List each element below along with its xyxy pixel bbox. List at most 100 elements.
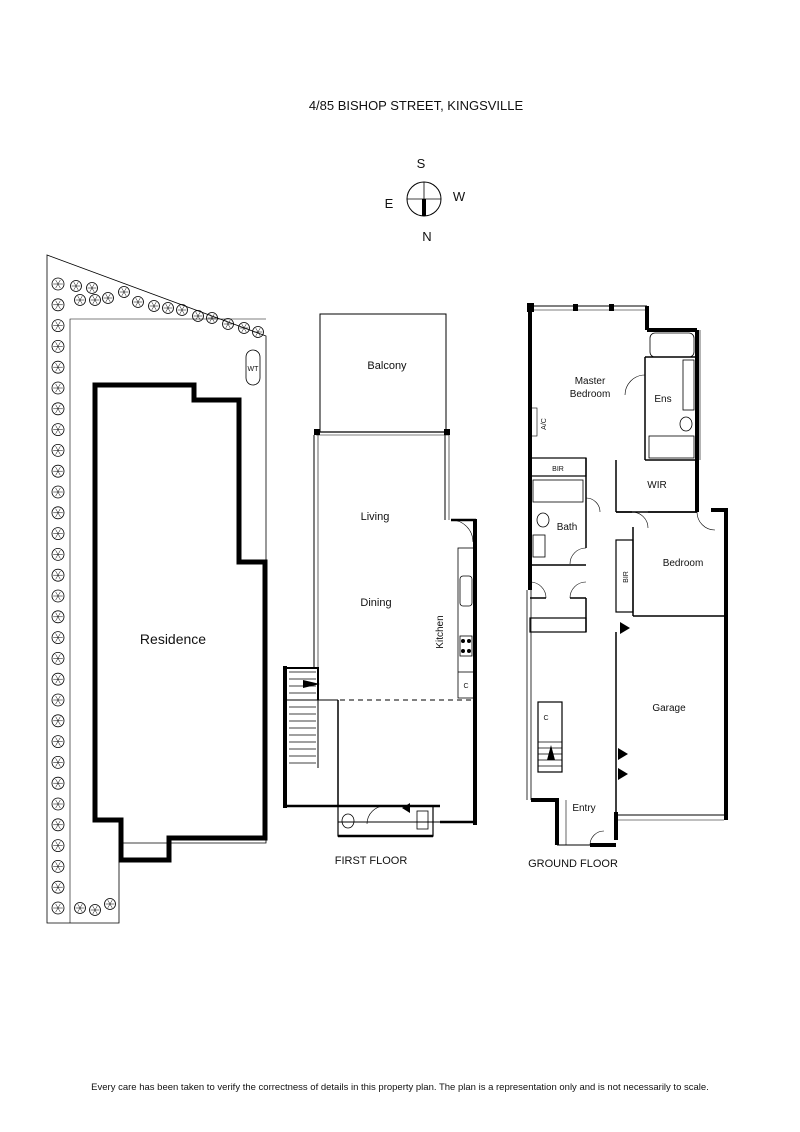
stair-arrow-icon [303, 680, 320, 688]
master-bedroom-label-1: Master [575, 376, 606, 387]
tree-icon [86, 282, 98, 294]
tree-icon [148, 300, 160, 312]
tree-icon [51, 339, 65, 353]
first-floor-caption: FIRST FLOOR [335, 855, 408, 867]
ac-label: A/C [541, 418, 548, 430]
site-plan [46, 254, 268, 924]
balcony-outline [319, 313, 447, 432]
disclaimer-text: Every care has been taken to verify the … [91, 1082, 709, 1093]
door-arrow-icon [618, 748, 628, 760]
compass-south: S [417, 156, 426, 171]
compass-icon [406, 181, 442, 217]
powder-room [337, 805, 434, 837]
balcony-label: Balcony [367, 360, 407, 372]
linen-cupboard [529, 617, 587, 633]
wall-post [444, 429, 450, 435]
tree-icon [132, 296, 144, 308]
ground-floor-caption: GROUND FLOOR [528, 858, 618, 870]
tree-icon [51, 797, 65, 811]
powder-door-swing [366, 805, 386, 825]
tree-icon [51, 839, 65, 852]
bath-toilet-icon [536, 512, 550, 528]
bath-vanity [532, 534, 546, 558]
tree-icon [51, 860, 65, 873]
tree-icon [206, 312, 218, 324]
entry-door-swing [589, 830, 605, 846]
tree-icon [238, 322, 250, 334]
tree-icon [51, 818, 65, 832]
tree-icon [51, 360, 65, 374]
stair-up-arrow-icon [547, 745, 555, 760]
stair-wall [285, 667, 319, 700]
tree-icon [51, 735, 65, 748]
tree-icon [51, 652, 65, 665]
bath-shower [532, 479, 584, 503]
entry-wall-left [531, 798, 559, 845]
tree-icon [89, 904, 101, 916]
compass-west: W [453, 189, 466, 204]
tree-icon [51, 423, 65, 437]
kitchen-label: Kitchen [435, 615, 446, 648]
water-tank [245, 349, 261, 386]
tree-icon [104, 898, 116, 910]
tree-icon [51, 548, 65, 561]
setback-line [69, 318, 266, 923]
plan-title: 4/85 BISHOP STREET, KINGSVILLE [309, 98, 524, 113]
tree-icon [51, 880, 65, 894]
tree-icon [51, 589, 65, 603]
wall-post [314, 429, 320, 435]
tree-icon [102, 292, 114, 304]
stair-cupboard [537, 701, 563, 773]
tree-icon [252, 326, 264, 338]
bedroom-door-swing [631, 511, 649, 529]
tree-icon [51, 527, 65, 540]
tree-icon [51, 402, 65, 416]
compass-north: N [422, 229, 431, 244]
tree-icon [70, 280, 82, 292]
first-floor-stairs [289, 671, 316, 764]
site-trees [51, 277, 264, 916]
entry-label: Entry [572, 803, 595, 814]
tree-icon [51, 568, 65, 582]
ground-floor-stairs [538, 741, 562, 773]
compass-east: E [385, 196, 394, 211]
door-arrow-icon [402, 803, 410, 813]
tree-icon [74, 902, 86, 914]
cooktop-icon [459, 635, 473, 657]
bedroom-bir-label: BIR [623, 571, 630, 583]
ff-cupboard-label: C [463, 683, 468, 690]
tree-icon [162, 302, 174, 314]
tree-icon [51, 714, 65, 728]
gf-cupboard-label: C [543, 715, 548, 722]
tree-icon [74, 294, 86, 306]
bathtub-icon [649, 332, 695, 358]
tree-icon [89, 294, 101, 306]
ensuite-toilet-icon [679, 416, 693, 432]
tree-icon [51, 776, 65, 790]
kitchen-bench [457, 547, 475, 699]
tree-icon [192, 310, 204, 322]
tree-icon [51, 464, 65, 478]
ensuite-vanity [682, 359, 695, 411]
tree-icon [51, 672, 65, 686]
living-label: Living [361, 511, 390, 523]
tree-icon [51, 901, 65, 915]
residence-label: Residence [140, 631, 206, 647]
ensuite-shower [648, 435, 695, 459]
tree-icon [222, 318, 234, 330]
garage-label: Garage [652, 703, 686, 714]
door-arrow-icon [620, 622, 630, 634]
wir-label: WIR [647, 480, 666, 491]
tree-icon [51, 693, 65, 707]
bedroom-bir [615, 539, 634, 613]
toilet-icon [341, 813, 355, 829]
tree-icon [118, 286, 130, 298]
bath-label: Bath [557, 522, 578, 533]
tree-icon [176, 304, 188, 316]
tree-icon [51, 506, 65, 520]
water-tank-label: WT [248, 366, 260, 373]
tree-icon [51, 485, 65, 499]
site-boundary [46, 254, 267, 924]
